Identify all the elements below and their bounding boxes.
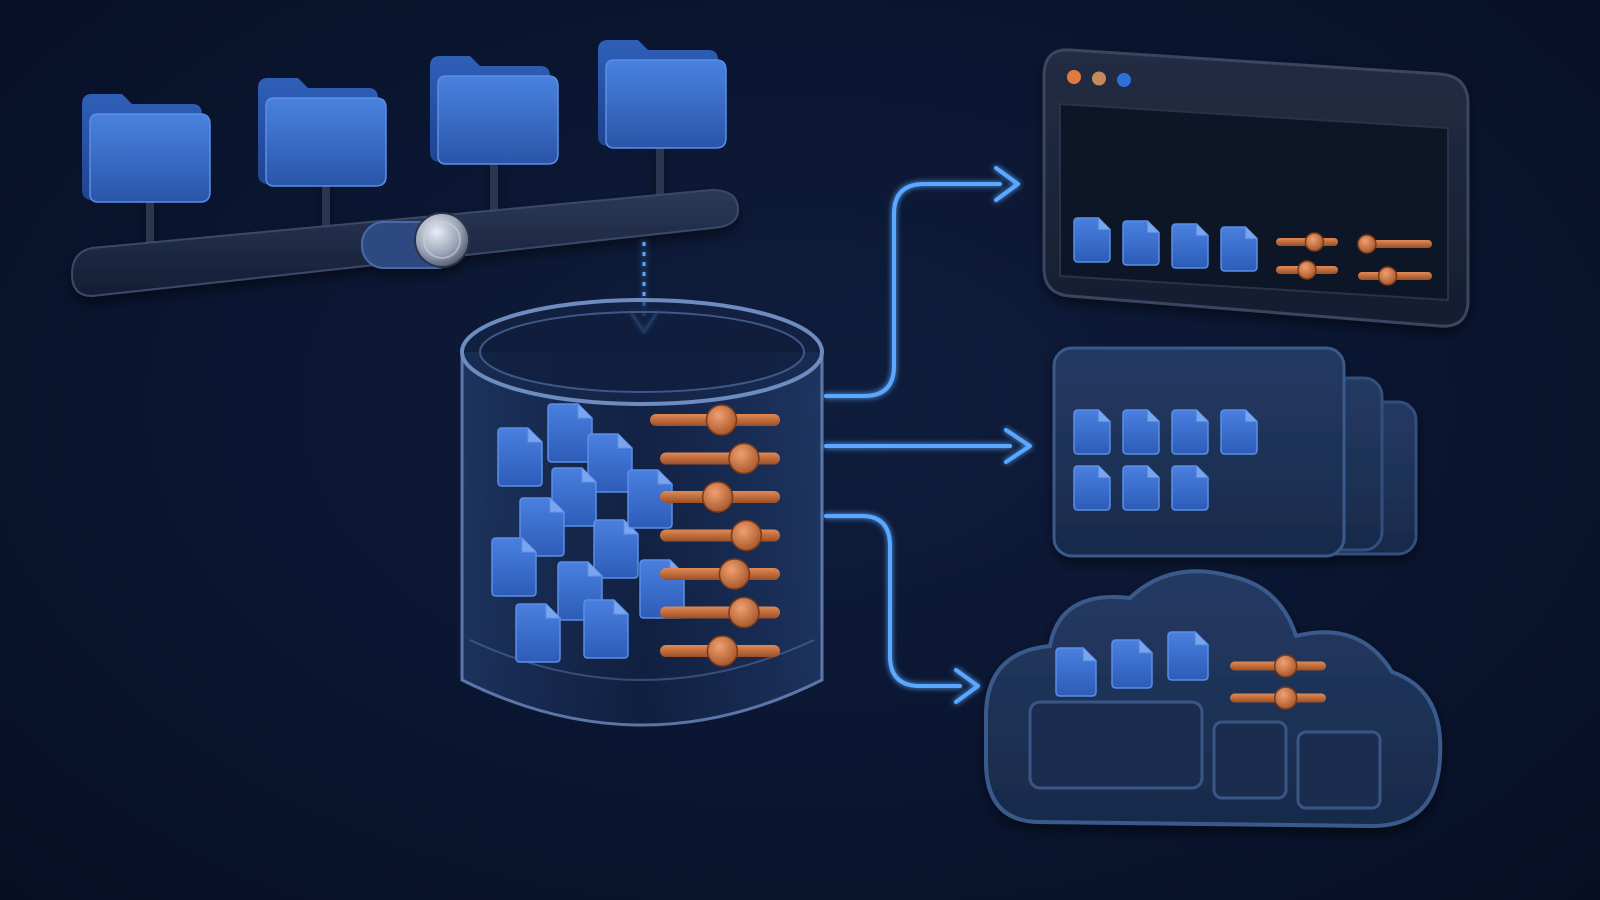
stack-file-icon	[1171, 465, 1209, 511]
traffic-light-icon[interactable]	[1092, 71, 1106, 86]
storage-file-icon	[583, 599, 629, 659]
flow-arrow-head-cloud	[954, 668, 980, 704]
rail-slider-knob[interactable]	[414, 212, 470, 268]
folder-icon	[82, 94, 211, 203]
cloud-block-small	[1212, 720, 1288, 800]
flow-arrow-head-window	[994, 166, 1020, 202]
slider-control	[660, 481, 780, 513]
rail-stem	[322, 180, 330, 235]
storage-file-icon	[627, 469, 673, 529]
rail-stem	[490, 162, 498, 217]
cylinder-inner-rim	[479, 311, 805, 393]
flow-arrow-head-stack	[1004, 428, 1032, 464]
cloud-file-icon	[1055, 647, 1097, 697]
slider-control	[1230, 654, 1326, 678]
cloud-file-icon	[1111, 639, 1153, 689]
flow-arrow-to-window	[824, 182, 1002, 398]
folder-icon	[430, 56, 559, 165]
stack-file-icon	[1122, 409, 1160, 455]
cloud-block-small	[1296, 730, 1382, 810]
rail-stem	[146, 195, 154, 250]
window-files	[1073, 217, 1258, 272]
rail-slider-knob-ring	[423, 221, 461, 259]
stack-file-icon	[1073, 465, 1111, 511]
cloud-sliders	[1230, 654, 1326, 710]
slider-control	[660, 558, 780, 590]
window-sliders	[1276, 232, 1432, 286]
stack-file-icon	[1073, 409, 1111, 455]
cloud-file-icon	[1167, 631, 1209, 681]
traffic-light-icon[interactable]	[1117, 73, 1131, 87]
target-app-window	[1042, 48, 1470, 328]
slider-control	[660, 596, 780, 629]
folder-icon	[598, 40, 727, 149]
window-file-icon	[1122, 220, 1160, 266]
storage-file-icon	[491, 537, 537, 597]
cloud-blocks	[1028, 700, 1382, 810]
slider-control	[1276, 260, 1338, 280]
slider-control	[660, 635, 780, 667]
slider-control	[1358, 266, 1432, 286]
flow-arrows	[824, 166, 1032, 704]
rail-stem	[656, 146, 664, 201]
flow-arrow-to-cloud	[824, 514, 962, 688]
source-folder-rail	[70, 146, 740, 298]
slider-control	[1276, 232, 1338, 252]
storage-file-icon	[515, 603, 561, 663]
slider-control	[650, 404, 780, 436]
slider-control	[660, 442, 780, 475]
window-file-icon	[1171, 223, 1209, 269]
traffic-light-icon[interactable]	[1067, 70, 1081, 84]
storage-file-icon	[497, 427, 543, 487]
source-folders	[82, 40, 727, 203]
stack-file-icon	[1220, 409, 1258, 455]
cloud-block-large	[1028, 700, 1204, 790]
storage-file-icon	[547, 403, 593, 463]
stack-file-icon	[1171, 409, 1209, 455]
cylinder-outline	[460, 352, 824, 727]
window-file-icon	[1073, 217, 1111, 263]
window-file-icon	[1220, 226, 1258, 272]
slider-control	[1357, 234, 1432, 254]
window-traffic-lights	[1067, 70, 1131, 87]
storage-sliders	[650, 404, 780, 667]
stack-files	[1073, 409, 1258, 511]
slider-control	[1230, 686, 1326, 710]
folder-icon	[258, 78, 387, 187]
stack-file-icon	[1122, 465, 1160, 511]
slider-control	[660, 519, 780, 552]
cloud-files	[1055, 631, 1209, 697]
